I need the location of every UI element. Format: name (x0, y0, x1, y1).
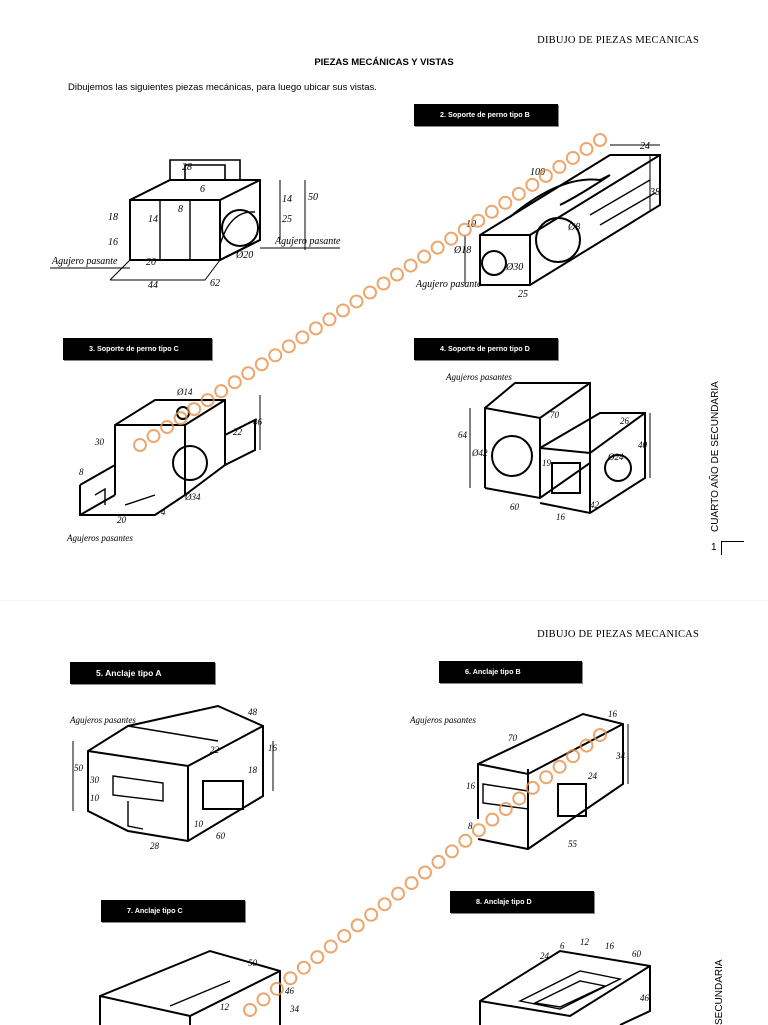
dim-e-1: 22 (210, 745, 220, 755)
dim-e-2: 50 (74, 763, 84, 773)
dim-e-8: 60 (216, 831, 226, 841)
dim-b-0: 100 (530, 167, 545, 178)
dim-d-7: 16 (556, 512, 566, 522)
dim-f-6: 8 (468, 821, 473, 831)
dim-d-0: 70 (550, 410, 560, 420)
dim-c-1: 46 (253, 417, 263, 427)
page-title: PIEZAS MECÁNICAS Y VISTAS (314, 57, 454, 68)
dim-a-8: 62 (210, 278, 220, 289)
dim-a-0: 28 (182, 162, 192, 173)
label-soporte-c: 3. Soporte de perno tipo C (63, 338, 212, 360)
note-c-0: Agujeros pasantes (66, 533, 133, 543)
side-grade-text: CUARTO AÑO DE SECUNDARIA (710, 381, 721, 532)
dim-f-1: 16 (608, 709, 618, 719)
running-header-2: DIBUJO DE PIEZAS MECANICAS (537, 629, 699, 640)
dim-d-1: 26 (620, 416, 630, 426)
dim-d-4: Ø24 (607, 452, 624, 462)
dim-a-2: 18 (108, 212, 118, 223)
margin-rule-vertical (721, 541, 722, 555)
dim-c-7: 4 (161, 507, 166, 517)
dim-b-3: Ø18 (453, 245, 471, 256)
dim-a-7: 44 (148, 280, 158, 291)
note-a-0: Agujero pasante (51, 256, 118, 267)
dim-e-3: 30 (89, 775, 100, 785)
page-2: DIBUJO DE PIEZAS MECANICAS 5. Anclaje ti… (0, 600, 768, 1025)
drawing-anclaje-b: 70 16 34 24 16 55 8 Agujeros pasantes (409, 709, 629, 851)
dim-d-6: 60 (510, 502, 520, 512)
drawing-anclaje-c: 50 12 34 46 (99, 949, 300, 1025)
dim-h-1: 6 (560, 941, 565, 951)
label-soporte-b: 2. Soporte de perno tipo B (414, 104, 558, 126)
dim-c-2: 22 (233, 427, 243, 437)
dim-b-1: 24 (640, 141, 650, 152)
dim-h-0: 24 (540, 951, 550, 961)
drawing-soporte-b: 100 24 38 Ø18 Ø30 25 Ø8 10 Agujero pasan… (415, 141, 661, 300)
dim-h-5: 46 (640, 993, 650, 1003)
label-anclaje-c: 7. Anclaje tipo C (101, 900, 245, 922)
dim-d-2: 64 (458, 430, 468, 440)
running-header: DIBUJO DE PIEZAS MECANICAS (537, 35, 699, 46)
dim-f-4: 16 (466, 781, 476, 791)
dim-d-8: 42 (590, 500, 600, 510)
dim-c-6: 20 (117, 515, 127, 525)
dim-e-7: 28 (150, 841, 160, 851)
dim-h-2: 12 (580, 937, 590, 947)
dim-e-9: 10 (194, 819, 204, 829)
dim-g-1: 12 (220, 1002, 230, 1012)
drawing-anclaje-a: 48 22 50 30 10 16 18 28 60 10 Agujeros p… (69, 704, 278, 851)
note-d-0: Agujeros pasantes (445, 372, 512, 382)
dim-e-0: 48 (248, 707, 258, 717)
dim-f-0: 70 (508, 733, 518, 743)
label-soporte-d: 4. Soporte de perno tipo D (414, 338, 558, 360)
dim-b-6: Ø8 (567, 222, 580, 233)
note-b-0: Agujero pasante (415, 279, 482, 290)
dim-a-3: 16 (108, 237, 118, 248)
dim-a-1: 6 (200, 184, 205, 195)
dim-c-5: Ø34 (184, 492, 201, 502)
intro-text: Dibujemos las siguientes piezas mecánica… (68, 82, 377, 93)
dim-c-4: 8 (79, 467, 84, 477)
dim-d-3: Ø42 (471, 448, 488, 458)
page-1: DIBUJO DE PIEZAS MECANICAS PIEZAS MECÁNI… (50, 35, 744, 555)
dim-g-0: 50 (248, 958, 258, 968)
dim-a-5: 8 (178, 204, 183, 215)
page-number: 1 (711, 542, 717, 553)
dim-e-4: 10 (90, 793, 100, 803)
dim-h-3: 16 (605, 941, 615, 951)
dim-d-9: 19 (542, 458, 552, 468)
dim-a-4: 14 (148, 214, 158, 225)
note-a-1: Agujero pasante (274, 236, 341, 247)
dim-g-3: 46 (285, 986, 295, 996)
label-anclaje-d: 8. Anclaje tipo D (450, 891, 594, 913)
dim-b-7: 10 (466, 219, 476, 230)
note-e-0: Agujeros pasantes (69, 715, 136, 725)
dim-f-3: 24 (588, 771, 598, 781)
dim-e-5: 16 (268, 743, 278, 753)
dim-c-0: Ø14 (176, 387, 193, 397)
dim-c-3: 30 (94, 437, 105, 447)
dim-g-2: 34 (289, 1004, 300, 1014)
margin-rule (721, 541, 744, 542)
dim-f-5: 55 (568, 839, 578, 849)
dim-b-2: 38 (649, 187, 660, 198)
dim-a-10: 25 (282, 214, 292, 225)
label-anclaje-b: 6. Anclaje tipo B (439, 661, 582, 683)
dim-a-12: 14 (282, 194, 292, 205)
dim-d-5: 40 (638, 440, 648, 450)
label-anclaje-a: 5. Anclaje tipo A (70, 662, 215, 684)
drawing-anclaje-d: 24 6 12 16 60 46 (479, 937, 651, 1025)
note-f-0: Agujeros pasantes (409, 715, 476, 725)
drawing-soporte-c: Ø14 46 22 30 8 Ø34 20 4 Agujeros pasante… (66, 387, 263, 543)
side-grade-text-2: SECUNDARIA (714, 959, 725, 1025)
dim-a-11: Ø20 (235, 250, 253, 261)
dim-f-2: 34 (615, 751, 626, 761)
dim-b-5: 25 (518, 289, 528, 300)
drawing-soporte-d: 70 26 64 Ø42 Ø24 40 60 16 42 19 Agujeros… (445, 372, 651, 522)
dim-e-6: 18 (248, 765, 258, 775)
dim-b-4: Ø30 (505, 262, 523, 273)
drawing-soporte-a: 28 6 18 16 14 8 20 44 62 50 25 Ø20 14 Ag… (50, 159, 341, 291)
dim-h-4: 60 (632, 949, 642, 959)
dim-a-9: 50 (308, 192, 318, 203)
dim-a-6: 20 (146, 257, 156, 268)
